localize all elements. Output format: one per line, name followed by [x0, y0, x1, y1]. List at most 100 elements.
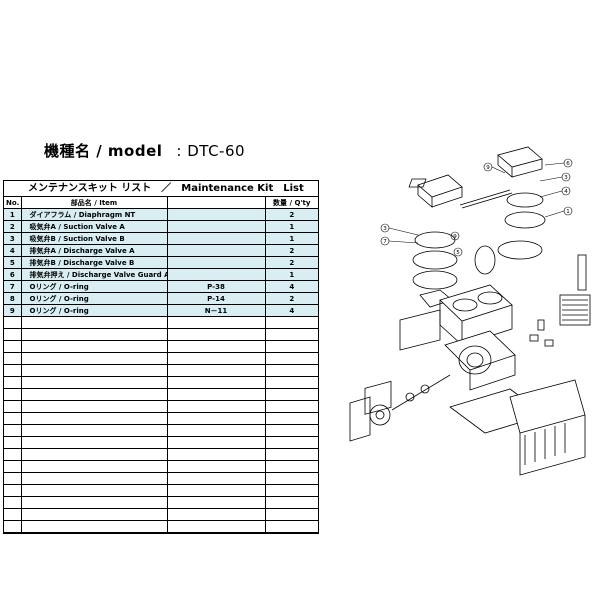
empty-table-row — [4, 412, 318, 425]
cell-no: 7 — [4, 280, 22, 293]
cell-item: 吸気弁A / Suction Valve A — [20, 220, 168, 233]
empty-cell — [264, 340, 318, 353]
empty-cell — [264, 436, 318, 449]
callout-9-top: 9 — [486, 165, 490, 171]
connecting-pipe — [459, 189, 511, 206]
cell-spec — [166, 208, 266, 221]
empty-table-row — [4, 328, 318, 341]
empty-table-row — [4, 436, 318, 449]
model-label: 機種名 / model — [44, 142, 163, 160]
diaphragm-ring — [474, 245, 496, 275]
callout-3: 3 — [564, 175, 568, 181]
empty-cell — [20, 448, 168, 461]
empty-cell — [166, 328, 266, 341]
empty-cell — [264, 448, 318, 461]
empty-cell — [166, 400, 266, 413]
header-spec — [166, 197, 266, 209]
empty-table-row — [4, 352, 318, 365]
empty-cell — [166, 340, 266, 353]
empty-cell — [4, 316, 22, 329]
empty-cell — [4, 412, 22, 425]
cell-no: 8 — [4, 292, 22, 305]
empty-cell — [264, 472, 318, 485]
empty-table-row — [4, 496, 318, 509]
cell-spec: P-38 — [166, 280, 266, 293]
vent-grille — [559, 254, 591, 326]
motor-shaft — [391, 374, 451, 411]
empty-cell — [4, 436, 22, 449]
empty-cell — [166, 520, 266, 533]
empty-cell — [20, 496, 168, 509]
left-head-cover — [408, 174, 463, 208]
empty-cell — [20, 424, 168, 437]
cell-no: 5 — [4, 256, 22, 269]
empty-cell — [20, 400, 168, 413]
empty-cell — [166, 472, 266, 485]
model-value: : DTC-60 — [176, 142, 246, 160]
cell-qty: 4 — [264, 280, 318, 293]
exploded-parts-diagram: 9 6 3 4 1 3 7 5 9 — [349, 146, 591, 476]
empty-cell — [4, 352, 22, 365]
callout-7: 7 — [383, 239, 387, 245]
empty-cell — [4, 508, 22, 521]
empty-table-row — [4, 388, 318, 401]
cell-item: Oリング / O-ring — [20, 292, 168, 305]
empty-cell — [4, 328, 22, 341]
callout-markers — [380, 158, 573, 257]
cell-spec — [166, 256, 266, 269]
empty-cell — [166, 316, 266, 329]
empty-cell — [166, 436, 266, 449]
cell-item: Oリング / O-ring — [20, 304, 168, 317]
cell-spec — [166, 232, 266, 245]
kit-list-title: メンテナンスキット リスト ／ Maintenance Kit List — [4, 181, 318, 197]
header-item: 部品名 / Item — [20, 197, 168, 209]
empty-table-row — [4, 508, 318, 521]
cell-no: 6 — [4, 268, 22, 281]
callout-4: 4 — [564, 189, 568, 195]
header-no: No. — [4, 197, 22, 209]
callout-5: 5 — [456, 250, 460, 256]
empty-cell — [20, 340, 168, 353]
kit-table-header: No. 部品名 / Item 数量 / Q'ty — [4, 197, 318, 209]
cell-qty: 1 — [264, 268, 318, 281]
callout-6: 6 — [566, 161, 570, 167]
empty-cell — [264, 424, 318, 437]
empty-table-row — [4, 520, 318, 533]
empty-cell — [166, 412, 266, 425]
cell-item: 排気弁押え / Discharge Valve Guard A — [20, 268, 168, 281]
empty-cell — [20, 412, 168, 425]
empty-cell — [20, 520, 168, 533]
empty-cell — [166, 496, 266, 509]
empty-table-row — [4, 472, 318, 485]
model-heading: 機種名 / model : DTC-60 — [44, 140, 245, 161]
cell-item: 排気弁A / Discharge Valve A — [20, 244, 168, 257]
empty-cell — [166, 448, 266, 461]
cell-no: 1 — [4, 208, 22, 221]
empty-cell — [20, 484, 168, 497]
empty-cell — [4, 472, 22, 485]
empty-cell — [4, 484, 22, 497]
empty-cell — [4, 376, 22, 389]
cell-qty: 4 — [264, 304, 318, 317]
empty-table-row — [4, 460, 318, 473]
cell-qty: 2 — [264, 244, 318, 257]
cell-item: 排気弁B / Discharge Valve B — [20, 256, 168, 269]
cell-spec — [166, 220, 266, 233]
empty-cell — [264, 520, 318, 533]
empty-cell — [166, 508, 266, 521]
cell-no: 2 — [4, 220, 22, 233]
empty-cell — [166, 364, 266, 377]
cell-item: 吸気弁B / Suction Valve B — [20, 232, 168, 245]
right-side-cover — [509, 379, 586, 476]
empty-cell — [4, 424, 22, 437]
empty-table-row — [4, 448, 318, 461]
cooling-fan — [349, 380, 392, 442]
